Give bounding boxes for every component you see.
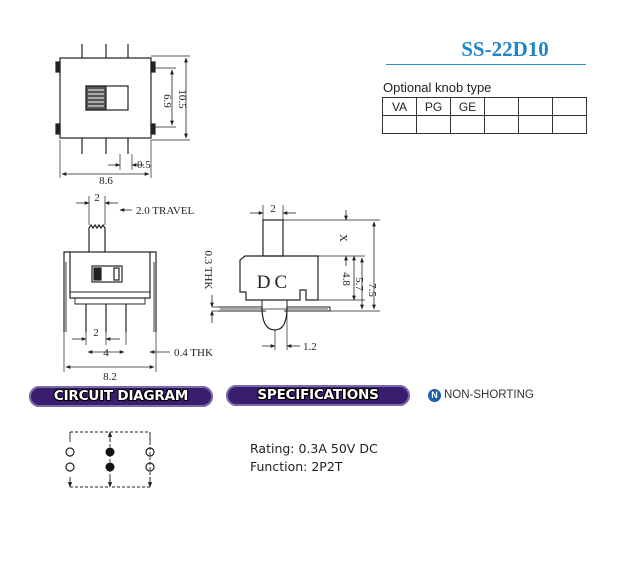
knob-option: VA (382, 97, 417, 116)
spec-function: Function: 2P2T (250, 459, 343, 474)
dim-top-height-outer: 10.5 (176, 89, 188, 109)
dim-travel: 2.0 TRAVEL (136, 205, 195, 217)
front-view-slot (91, 265, 123, 283)
front-view-pins (85, 304, 127, 332)
dim-pin-pitch-center: 2 (93, 327, 99, 339)
dim-top-pin-pitch: 0.5 (137, 159, 151, 171)
table-row (382, 115, 587, 134)
side-view-body (239, 255, 319, 301)
front-view (63, 196, 170, 372)
knob-option (552, 97, 587, 116)
front-view-knob (88, 223, 106, 252)
table-cell (416, 115, 451, 134)
dim-top-width: 8.6 (99, 175, 113, 187)
circuit-contact (145, 447, 155, 457)
dim-front-width: 8.2 (103, 371, 117, 383)
circuit-dashed-box (109, 431, 151, 488)
circuit-diagram (65, 431, 155, 488)
knob-option (518, 97, 553, 116)
top-view (55, 44, 190, 178)
knob-option: PG (416, 97, 451, 116)
dim-side-knob-height: X (337, 234, 349, 242)
side-body-text: DC (257, 272, 291, 293)
model-title: SS-22D10 (461, 37, 549, 61)
side-view-knob (262, 219, 284, 257)
dim-pin-thickness: 0.4 THK (174, 347, 213, 359)
circuit-contact (65, 462, 75, 472)
table-cell (484, 115, 519, 134)
dim-total-height: 7.5 (366, 283, 378, 297)
circuit-contact (65, 447, 75, 457)
spec-rating: Rating: 0.3A 50V DC (250, 441, 378, 456)
front-view-body (69, 251, 151, 299)
non-shorting-label: NON-SHORTING (444, 389, 534, 401)
side-view (210, 205, 380, 350)
circuit-common-contact (105, 462, 115, 472)
dim-pin-span: 4 (103, 347, 109, 359)
table-cell (450, 115, 485, 134)
specifications-heading: SPECIFICATIONS (226, 385, 410, 406)
dim-mid-height: 5.7 (353, 277, 365, 291)
dim-plate-thickness: 0.3 THK (202, 251, 214, 290)
side-view-leg (261, 306, 288, 331)
knob-option: GE (450, 97, 485, 116)
table-cell (552, 115, 587, 134)
title-underline (386, 64, 586, 65)
dim-knob-width: 2 (94, 192, 100, 204)
dim-leg-width: 1.2 (303, 341, 317, 353)
knob-type-table: VA PG GE (382, 97, 587, 134)
specifications-heading-text: SPECIFICATIONS (257, 387, 379, 403)
circuit-common-contact (105, 447, 115, 457)
non-shorting-icon: N (428, 389, 441, 402)
circuit-diagram-heading: CIRCUIT DIAGRAM (29, 386, 213, 407)
dim-top-height-inner: 6.9 (161, 94, 173, 108)
circuit-diagram-heading-text: CIRCUIT DIAGRAM (53, 388, 189, 404)
top-view-pins (81, 44, 129, 154)
table-cell (382, 115, 417, 134)
table-cell (518, 115, 553, 134)
knob-option (484, 97, 519, 116)
dim-side-knob-width: 2 (270, 203, 276, 215)
knob-type-caption: Optional knob type (383, 80, 492, 95)
dim-body-height: 4.8 (340, 272, 352, 286)
circuit-contact (145, 462, 155, 472)
table-row: VA PG GE (382, 97, 587, 116)
